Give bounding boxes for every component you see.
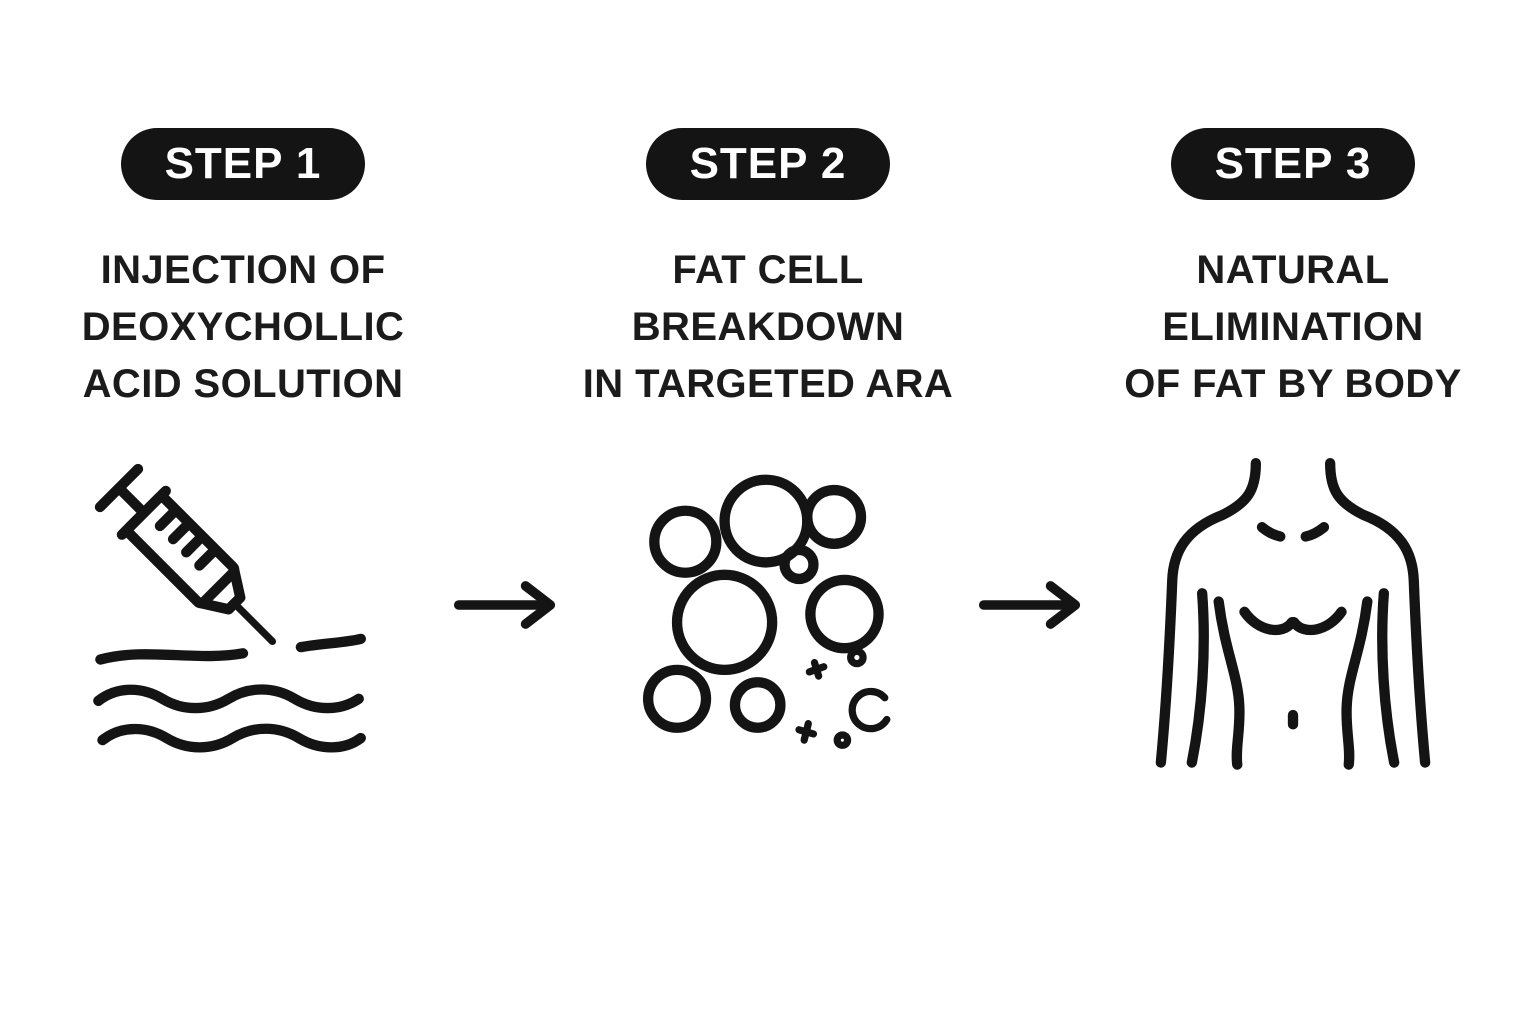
- step-2-title: FAT CELL BREAKDOWN IN TARGETED ARA: [582, 248, 954, 406]
- step-3-column: STEP 3 NATURAL ELIMINATION OF FAT BY BOD…: [1083, 128, 1503, 777]
- step-1-column: STEP 1 INJECTION OF DEOXYCHOLLIC ACID SO…: [33, 128, 453, 767]
- cell-fragments: [795, 647, 891, 749]
- male-torso-icon: [1155, 457, 1431, 770]
- step-1-badge: STEP 1: [120, 128, 366, 201]
- step-1-title: INJECTION OF DEOXYCHOLLIC ACID SOLUTION: [81, 248, 405, 406]
- step-2-icon-wrap: [613, 457, 923, 767]
- right-arrow-icon: [453, 581, 556, 629]
- skin-lines: [93, 633, 366, 752]
- step-3-badge: STEP 3: [1170, 128, 1416, 201]
- arrow-step2-step3: [978, 575, 1083, 635]
- right-arrow-icon: [978, 581, 1081, 629]
- arrow-step1-step2: [453, 575, 558, 635]
- fat-cells-icon: [642, 474, 891, 749]
- syringe-injection-icon: [93, 463, 366, 752]
- step-3-icon-wrap: [1138, 457, 1448, 777]
- step-2-column: STEP 2 FAT CELL BREAKDOWN IN TARGETED AR…: [558, 128, 978, 767]
- step-1-icon-wrap: [88, 457, 398, 767]
- step-3-title: NATURAL ELIMINATION OF FAT BY BODY: [1124, 248, 1462, 406]
- step-2-badge: STEP 2: [645, 128, 891, 201]
